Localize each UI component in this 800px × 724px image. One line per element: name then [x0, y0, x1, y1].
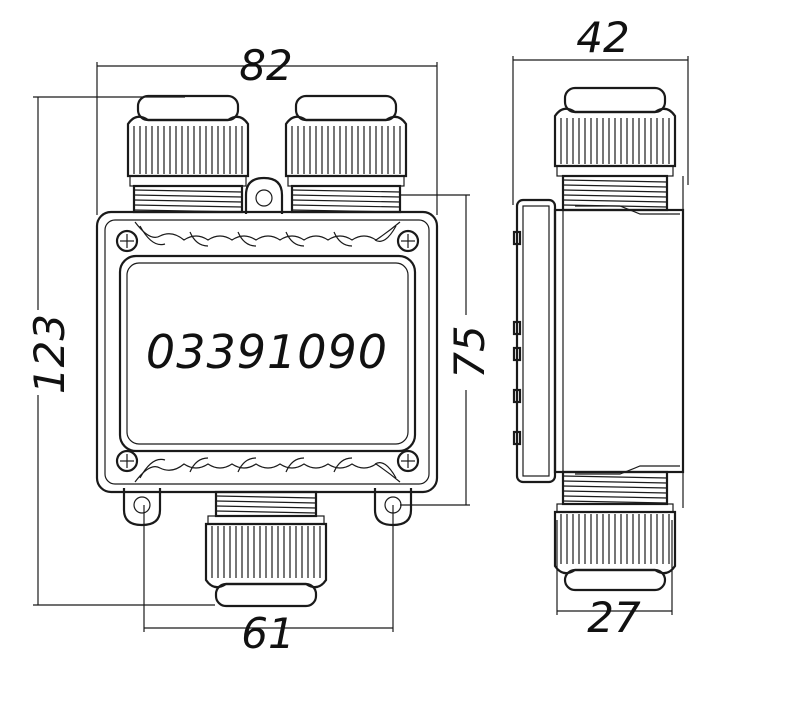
mounting-ear-bottom-left	[122, 488, 162, 527]
dimension-side-depth: 42	[512, 13, 689, 205]
dimension-overall-width: 82	[96, 41, 438, 215]
dimension-mount-spacing: 61	[143, 505, 394, 658]
screw-bottom-left	[115, 449, 139, 473]
side-view: 42 27	[512, 13, 689, 642]
mounting-ear-bottom-right	[373, 488, 413, 527]
cable-gland-top-right	[284, 94, 408, 214]
mount-spacing-label: 61	[241, 609, 294, 658]
overall-height-label: 123	[25, 314, 74, 394]
seal-bottom	[134, 463, 401, 483]
screw-top-left	[115, 229, 139, 253]
front-view: 82 123 75 61	[25, 41, 494, 658]
seal-top	[134, 221, 401, 241]
body-height-label: 75	[445, 325, 494, 378]
side-cable-gland-top	[553, 86, 677, 212]
label-window	[118, 254, 417, 453]
side-depth-label: 42	[576, 13, 629, 62]
screw-bottom-right	[396, 449, 420, 473]
cable-gland-top-left	[126, 94, 250, 214]
enclosure-body: 03391090	[95, 210, 439, 494]
mounting-ear-top	[244, 176, 284, 214]
overall-width-label: 82	[239, 41, 292, 90]
side-gland-width-label: 27	[587, 593, 641, 642]
side-cable-gland-bottom	[553, 470, 677, 592]
dimension-side-gland-width: 27	[556, 520, 673, 642]
screw-top-right	[396, 229, 420, 253]
cable-gland-bottom	[204, 490, 328, 608]
part-number: 03391090	[146, 325, 388, 379]
dimension-overall-height: 123	[25, 96, 215, 606]
side-enclosure-body	[512, 176, 685, 508]
